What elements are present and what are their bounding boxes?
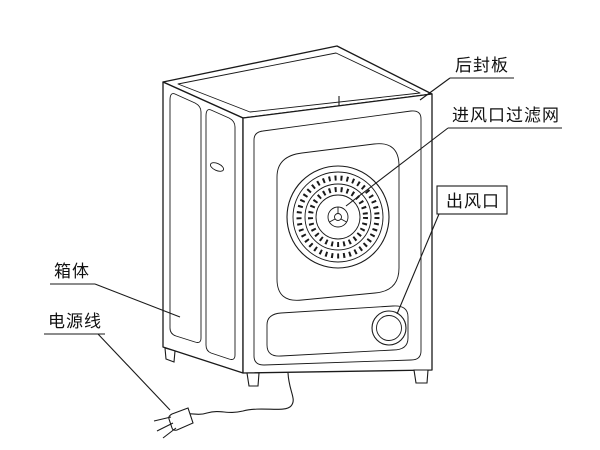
left-panel-seam-right bbox=[205, 109, 236, 360]
power-plug-body bbox=[168, 407, 194, 431]
callout-cabinet: 箱体 bbox=[50, 262, 181, 318]
label-rear-panel: 后封板 bbox=[455, 56, 509, 76]
foot-back-left bbox=[246, 372, 260, 387]
callout-outlet: 出风口 bbox=[396, 185, 508, 315]
callout-power-cord: 电源线 bbox=[44, 312, 171, 411]
plug-prong-3 bbox=[162, 427, 177, 439]
dryer-body bbox=[153, 45, 433, 439]
left-side-panel bbox=[162, 81, 244, 374]
leader-outlet bbox=[396, 213, 440, 315]
fan-ring-4 bbox=[315, 194, 361, 240]
fan-outer-ring bbox=[286, 165, 390, 269]
power-cord-wire bbox=[187, 372, 294, 415]
label-inlet-filter: 进风口过滤网 bbox=[452, 106, 560, 126]
fan-slot-ring-outer bbox=[296, 175, 380, 259]
fan-hub-spoke-2 bbox=[329, 218, 336, 223]
callout-inlet-filter: 进风口过滤网 bbox=[345, 106, 562, 207]
label-power-cord: 电源线 bbox=[48, 312, 102, 332]
plug-prong-2 bbox=[156, 422, 174, 432]
rear-panel-emboss-around-fan bbox=[276, 143, 400, 301]
leader-cabinet bbox=[94, 283, 181, 318]
label-cabinet: 箱体 bbox=[54, 262, 90, 282]
fan-ring-3 bbox=[304, 183, 372, 251]
callout-rear-panel: 后封板 bbox=[419, 56, 514, 101]
left-panel-seam-left bbox=[169, 93, 202, 343]
leader-power-cord bbox=[97, 333, 171, 411]
machine-feet bbox=[164, 347, 429, 387]
leader-inlet-filter bbox=[345, 127, 449, 207]
leader-rear-panel bbox=[419, 77, 451, 101]
fan-slot-ring-inner bbox=[308, 187, 368, 247]
foot-front-left bbox=[164, 347, 176, 363]
power-cord bbox=[153, 372, 294, 439]
rear-panel-lower-emboss bbox=[266, 305, 409, 357]
top-face-inner-border bbox=[177, 52, 421, 113]
fan-hub-spoke-3 bbox=[340, 218, 347, 223]
foot-back-right bbox=[413, 369, 429, 384]
label-outlet: 出风口 bbox=[446, 192, 500, 212]
fan-ring-2 bbox=[292, 171, 384, 263]
rear-panel-inner-plate bbox=[253, 110, 422, 366]
air-outlet bbox=[371, 310, 407, 346]
side-handle-oval bbox=[209, 162, 225, 172]
label-box-outlet bbox=[436, 185, 508, 215]
plug-prong-1 bbox=[153, 416, 172, 422]
fan-grille bbox=[286, 165, 390, 269]
air-outlet-inner-circle bbox=[376, 315, 402, 341]
air-outlet-outer-circle bbox=[371, 310, 407, 346]
